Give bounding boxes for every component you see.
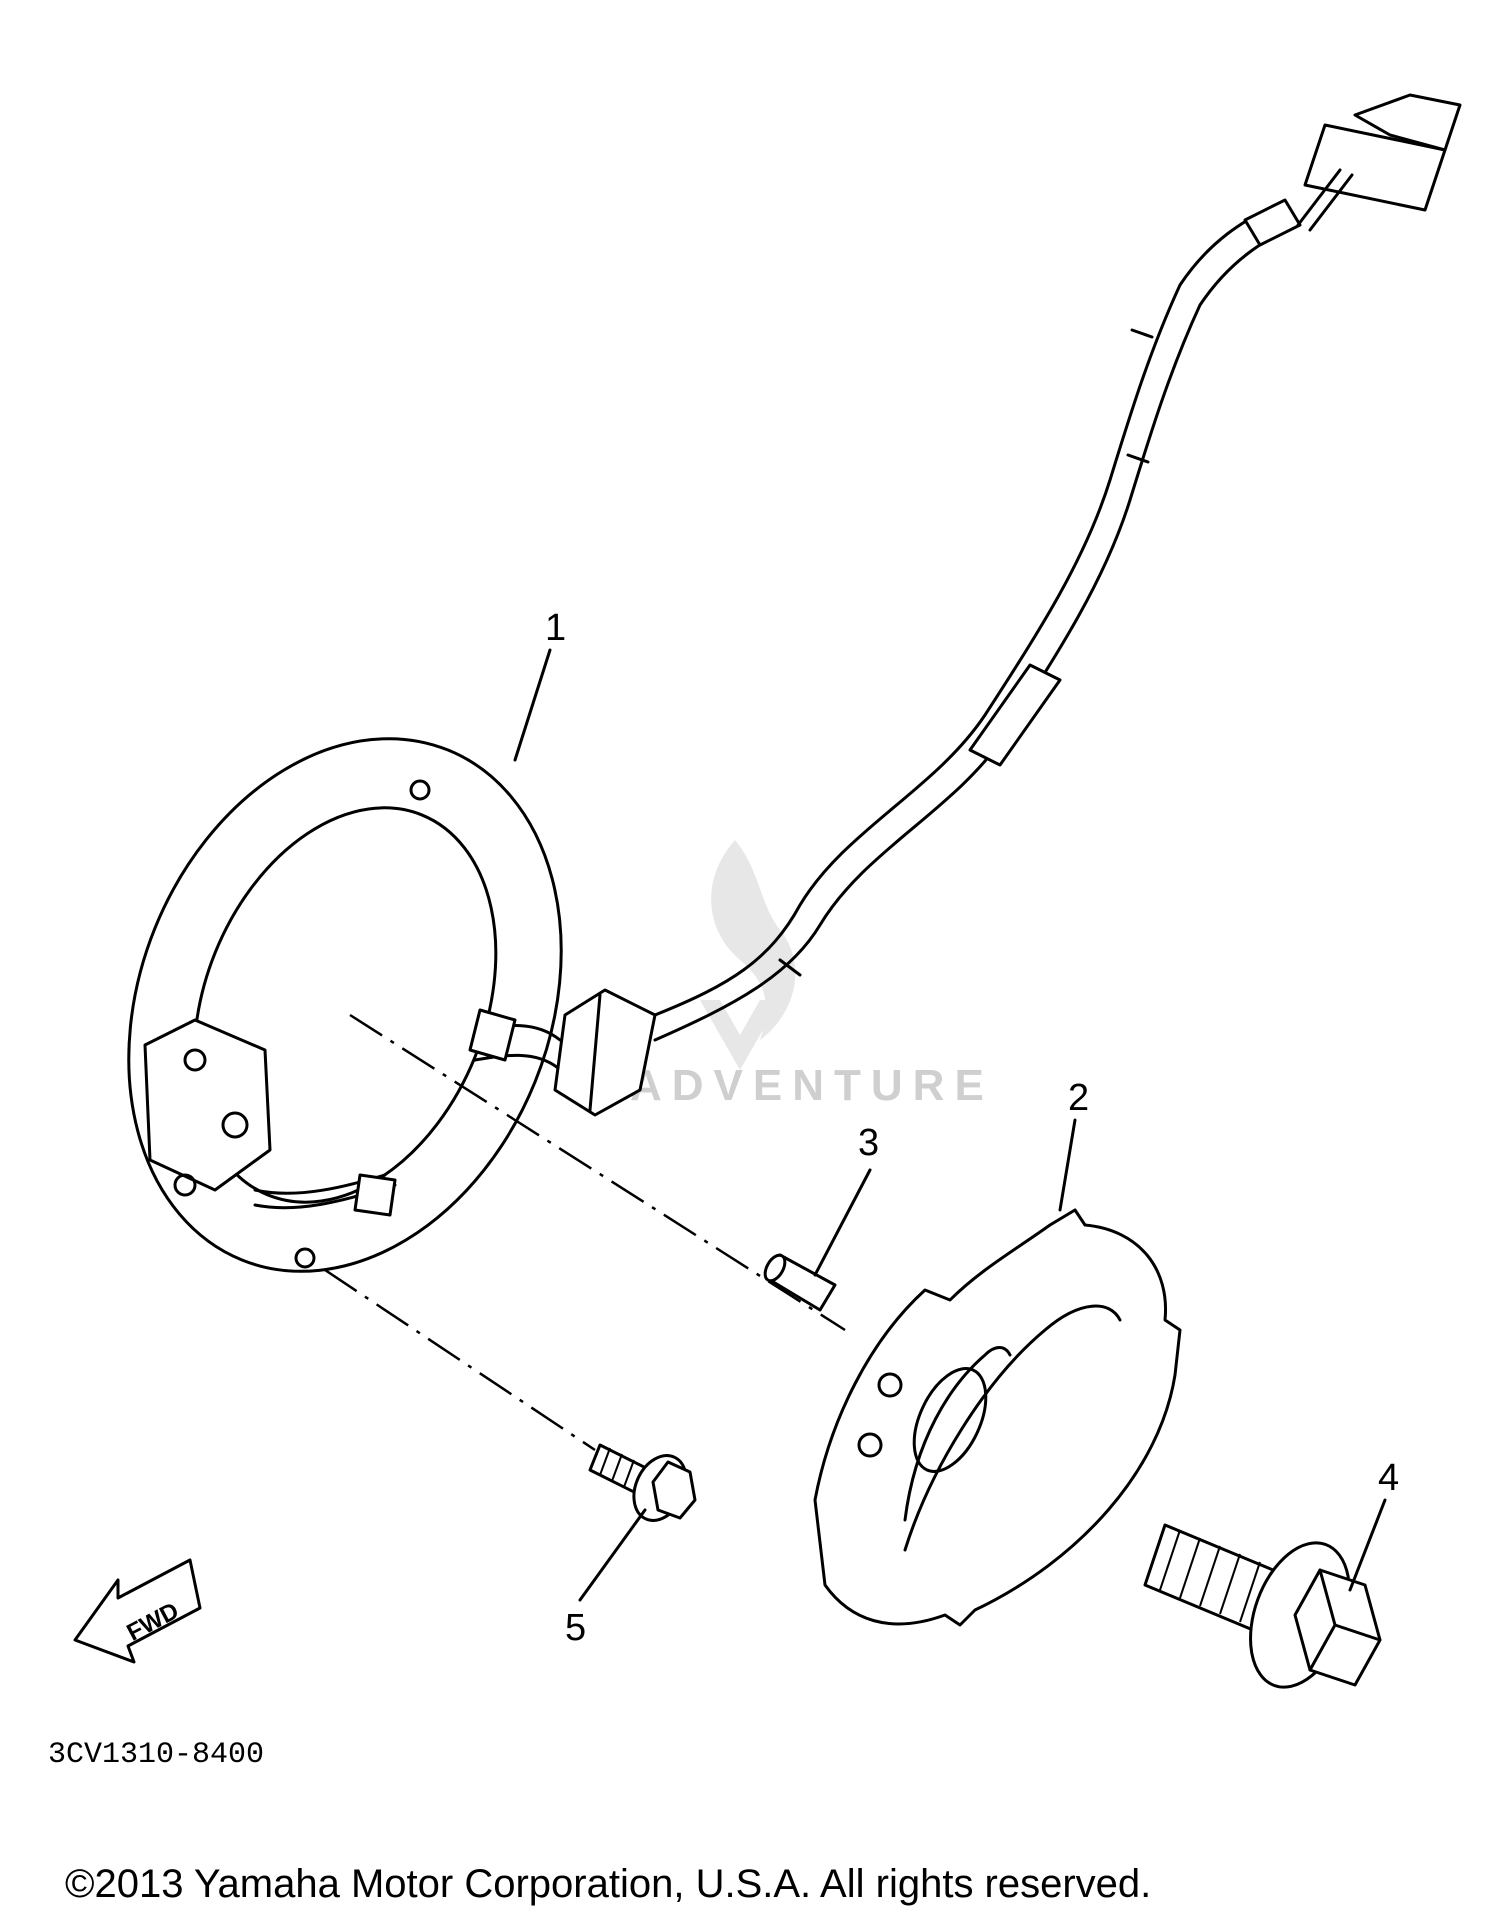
copyright-text: ©2013 Yamaha Motor Corporation, U.S.A. A… xyxy=(65,1862,1151,1906)
part-4-flange-bolt xyxy=(1143,1523,1382,1689)
fwd-arrow-icon: FWD xyxy=(73,1558,202,1664)
callout-4: 4 xyxy=(1378,1457,1399,1499)
centerline-plate-to-rotor xyxy=(349,1013,846,1332)
callout-3: 3 xyxy=(858,1122,879,1164)
leader-1 xyxy=(513,648,552,762)
watermark-text: ADVENTURE xyxy=(630,1061,994,1110)
leader-2 xyxy=(1058,1118,1077,1212)
leader-4 xyxy=(1348,1498,1387,1592)
centerline-screw-to-plate xyxy=(324,1268,596,1452)
part-code: 3CV1310-8400 xyxy=(48,1738,264,1772)
leader-5 xyxy=(578,1508,647,1602)
part-5-screw xyxy=(588,1443,697,1522)
flame-logo-icon xyxy=(700,840,796,1070)
part-2-rotor-plate xyxy=(813,1208,1182,1627)
callout-2: 2 xyxy=(1068,1077,1089,1119)
callout-5: 5 xyxy=(565,1607,586,1649)
wire-grommet xyxy=(553,988,657,1117)
part-1-pickup-plate xyxy=(127,737,563,1273)
wiring-harness xyxy=(553,93,1462,1117)
leader-3 xyxy=(813,1168,872,1277)
callout-1: 1 xyxy=(545,607,566,649)
harness-connector xyxy=(1296,93,1462,232)
